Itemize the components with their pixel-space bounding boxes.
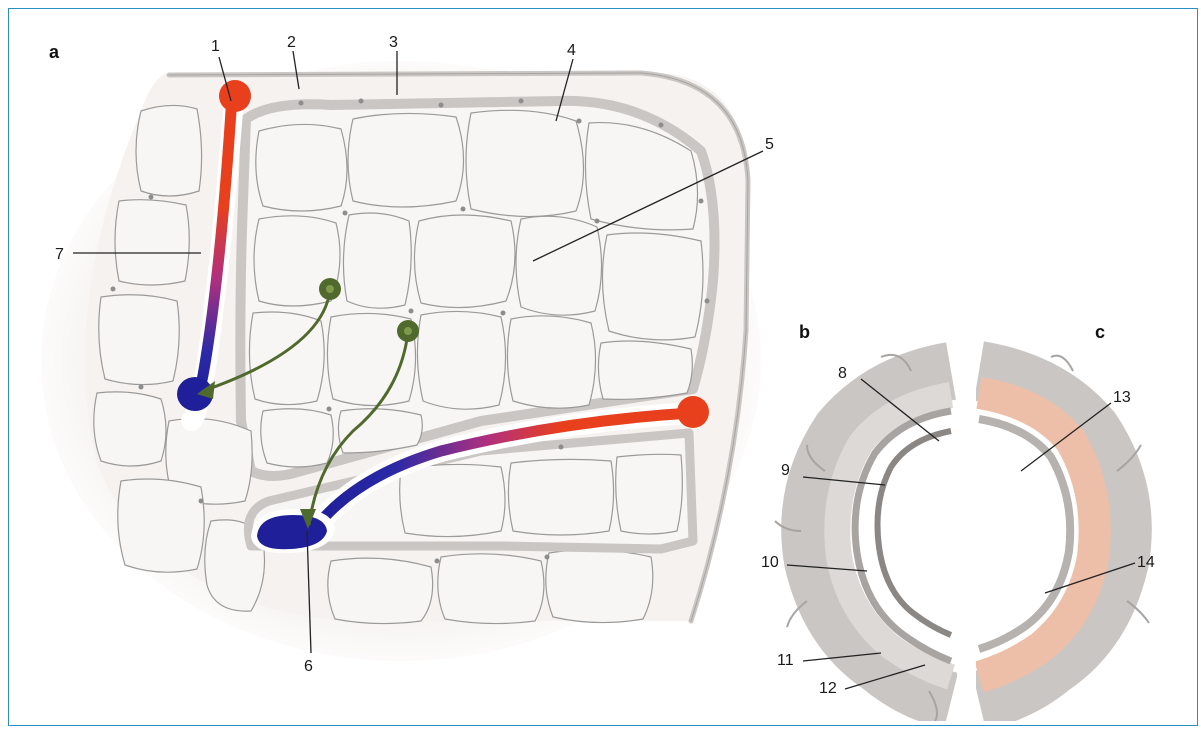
- label-2: 2: [287, 34, 296, 51]
- label-1: 1: [211, 38, 220, 55]
- label-11: 11: [777, 652, 794, 669]
- label-10: 10: [761, 554, 779, 571]
- panel-label-c: c: [1095, 322, 1105, 342]
- label-14: 14: [1137, 554, 1155, 571]
- cross-section-c: [979, 356, 1149, 701]
- cross-section-b: [775, 355, 951, 721]
- arteriole-end-1: [219, 80, 251, 112]
- panel-label-b: b: [799, 322, 810, 342]
- label-13: 13: [1113, 389, 1131, 406]
- label-3: 3: [389, 34, 398, 51]
- label-8: 8: [838, 365, 847, 382]
- label-4: 4: [567, 42, 576, 59]
- panel-label-a: a: [49, 42, 60, 62]
- label-6: 6: [304, 658, 313, 675]
- label-5: 5: [765, 136, 774, 153]
- figure-frame: a b c 1 2 3 4 5 6 7 8 9 10 11 12 13 14: [8, 8, 1198, 726]
- label-12: 12: [819, 680, 837, 697]
- tissue-diagram: a b c 1 2 3 4 5 6 7 8 9 10 11 12 13 14: [9, 9, 1198, 726]
- label-7: 7: [55, 246, 64, 263]
- label-9: 9: [781, 462, 790, 479]
